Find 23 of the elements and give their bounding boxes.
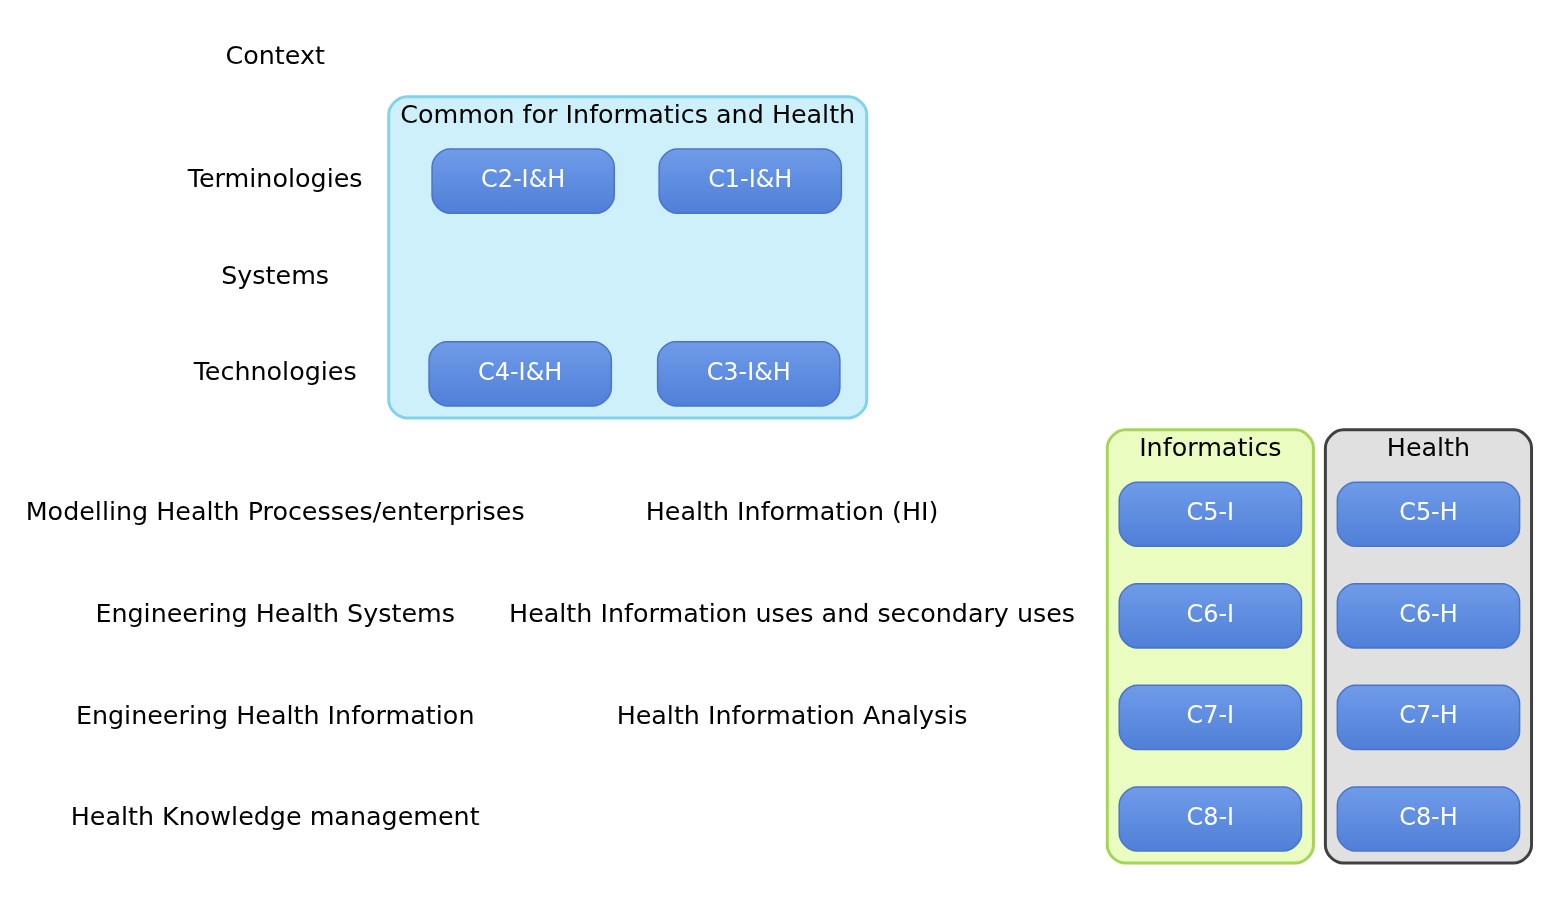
node-box: C2-I&H: [431, 148, 616, 214]
label: Systems: [221, 259, 330, 290]
label: Health Information Analysis: [616, 699, 968, 730]
label: Context: [225, 39, 325, 70]
node-box: C1-I&H: [658, 148, 843, 214]
label: Engineering Health Systems: [95, 597, 455, 628]
node-box: C3-I&H: [656, 340, 841, 407]
node-box: C6-H: [1336, 582, 1521, 649]
node-box: C7-I: [1118, 684, 1303, 751]
label: Modelling Health Processes/enterprises: [25, 496, 525, 527]
label: Health Knowledge management: [70, 801, 480, 832]
label: Health Information (HI): [645, 496, 939, 527]
node-box: C7-H: [1336, 684, 1521, 751]
label: Health Information uses and secondary uses: [509, 597, 1076, 628]
node-box: C5-I: [1118, 481, 1303, 548]
node-box: C8-I: [1118, 786, 1303, 852]
node-box: C4-I&H: [428, 340, 613, 407]
node-box: C8-H: [1336, 786, 1521, 852]
label: Terminologies: [187, 163, 363, 194]
node-box: C6-I: [1118, 582, 1303, 649]
label: Engineering Health Information: [75, 699, 475, 730]
label: Technologies: [193, 355, 357, 386]
node-box: C5-H: [1336, 481, 1521, 548]
